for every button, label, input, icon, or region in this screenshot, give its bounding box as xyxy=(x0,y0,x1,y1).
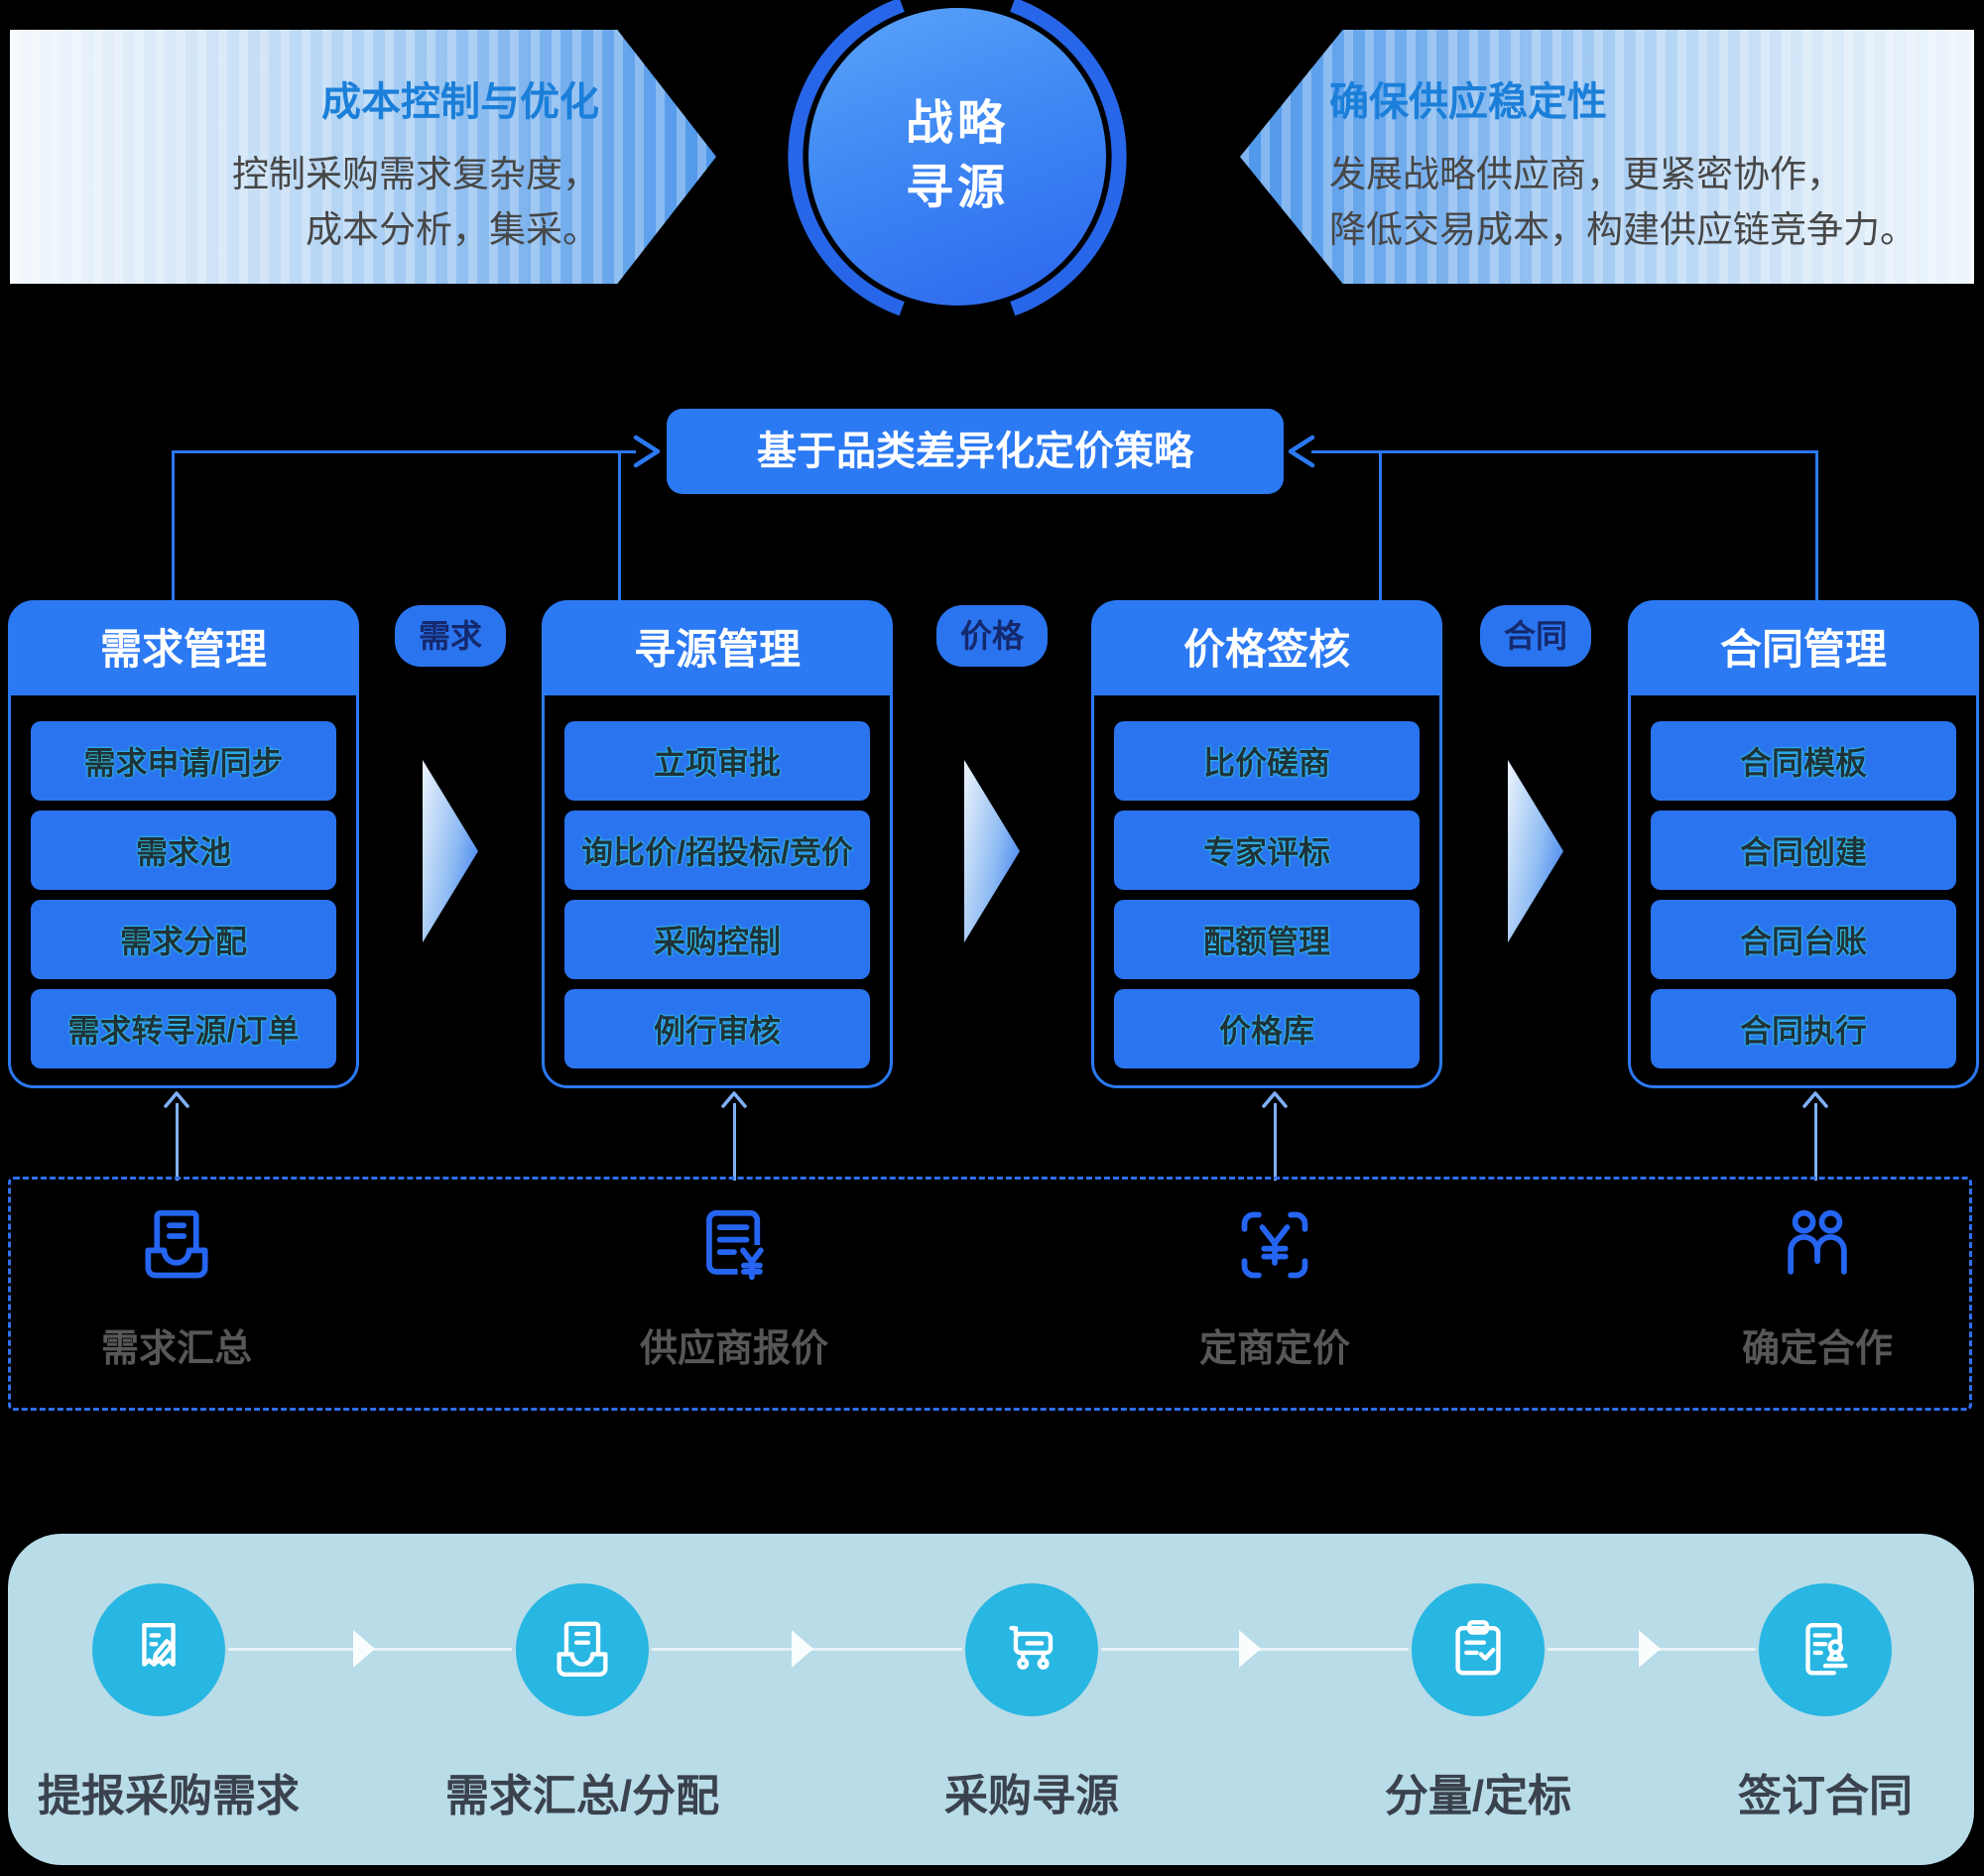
dashed-cell-supplier-quote: 供应商报价 xyxy=(575,1202,893,1372)
flow-badge-price: 价格 xyxy=(936,605,1048,667)
column-items: 合同模板 合同创建 合同台账 合同执行 xyxy=(1631,695,1976,1068)
circle-line1: 战略 xyxy=(905,97,1009,151)
column-item: 合同创建 xyxy=(1651,811,1956,890)
flow-badge-demand: 需求 xyxy=(395,605,506,667)
flow-triangle-icon xyxy=(964,760,1020,942)
shopping-cart-icon xyxy=(1009,1625,1054,1670)
column-sourcing-management: 寻源管理 立项审批 询比价/招投标/竞价 采购控制 例行审核 xyxy=(542,600,893,1088)
arrow-left-icon xyxy=(1288,435,1315,468)
arrow-up-icon xyxy=(1262,1091,1288,1108)
left-banner-line1: 控制采购需求复杂度， xyxy=(232,154,599,194)
column-item: 合同模板 xyxy=(1651,721,1956,801)
step-circle-allocation-award xyxy=(1412,1583,1545,1716)
partners-icon xyxy=(1788,1209,1847,1275)
connector-line xyxy=(172,450,636,453)
column-item: 合同台账 xyxy=(1651,900,1956,979)
column-demand-management: 需求管理 需求申请/同步 需求池 需求分配 需求转寻源/订单 xyxy=(8,600,359,1088)
column-items: 比价磋商 专家评标 配额管理 价格库 xyxy=(1094,695,1439,1068)
circle-line2: 寻源 xyxy=(905,162,1009,214)
up-connector xyxy=(733,1103,736,1181)
dashed-cell-price-setting: 定商定价 xyxy=(1116,1202,1433,1372)
dashed-cell-demand-summary: 需求汇总 xyxy=(18,1202,335,1372)
connector-line xyxy=(172,450,175,603)
column-title: 合同管理 xyxy=(1631,603,1976,695)
up-connector xyxy=(1274,1103,1277,1181)
column-items: 立项审批 询比价/招投标/竞价 采购控制 例行审核 xyxy=(545,695,890,1068)
column-price-approval: 价格签核 比价磋商 专家评标 配额管理 价格库 xyxy=(1091,600,1442,1088)
column-item: 采购控制 xyxy=(564,900,870,979)
quotation-document-icon xyxy=(706,1209,770,1281)
step-label: 需求汇总/分配 xyxy=(444,1772,720,1820)
column-title: 价格签核 xyxy=(1094,603,1439,695)
column-title: 寻源管理 xyxy=(545,603,890,695)
dashed-cell-label: 需求汇总 xyxy=(100,1328,252,1370)
column-item: 合同执行 xyxy=(1651,989,1956,1068)
up-connector xyxy=(1814,1103,1817,1181)
collaboration-panel xyxy=(8,1177,1972,1411)
column-items: 需求申请/同步 需求池 需求分配 需求转寻源/订单 xyxy=(11,695,356,1068)
receipt-edit-icon xyxy=(142,1623,176,1667)
flow-triangle-icon xyxy=(423,760,478,942)
clipboard-check-icon xyxy=(1455,1620,1501,1676)
step-label: 采购寻源 xyxy=(944,1772,1119,1820)
column-item: 询比价/招投标/竞价 xyxy=(564,811,870,890)
contract-stamp-icon xyxy=(1805,1623,1848,1676)
right-banner-title: 确保供应稳定性 xyxy=(1329,80,1607,124)
step-circle-procurement-sourcing xyxy=(965,1583,1098,1716)
right-banner-line1: 发展战略供应商，更紧密协作， xyxy=(1329,154,1843,194)
column-item: 例行审核 xyxy=(564,989,870,1068)
step-label: 提报采购需求 xyxy=(38,1772,300,1820)
inbox-document-icon xyxy=(145,1209,208,1279)
column-item: 需求池 xyxy=(31,811,336,890)
pricing-strategy-box: 基于品类差异化定价策略 xyxy=(667,409,1284,494)
column-item: 价格库 xyxy=(1114,989,1420,1068)
dashed-cell-label: 供应商报价 xyxy=(639,1328,828,1370)
arrow-up-icon xyxy=(721,1091,747,1108)
right-banner-line2: 降低交易成本，构建供应链竞争力。 xyxy=(1329,209,1917,251)
up-connector xyxy=(176,1103,179,1181)
right-banner-text: 确保供应稳定性 发展战略供应商，更紧密协作， 降低交易成本，构建供应链竞争力。 xyxy=(1329,69,1917,258)
dashed-cell-confirm-cooperation: 确定合作 xyxy=(1659,1202,1976,1372)
column-item: 需求转寻源/订单 xyxy=(31,989,336,1068)
flow-badge-contract: 合同 xyxy=(1480,605,1591,667)
connector-line xyxy=(1379,450,1382,603)
left-banner: 成本控制与优化 控制采购需求复杂度， 成本分析，集采。 xyxy=(10,30,716,284)
step-circle-demand-summary xyxy=(516,1583,649,1716)
column-item: 立项审批 xyxy=(564,721,870,801)
left-banner-text: 成本控制与优化 控制采购需求复杂度， 成本分析，集采。 xyxy=(232,69,599,258)
arrow-right-icon xyxy=(633,435,661,468)
scan-yuan-icon xyxy=(1241,1211,1308,1279)
step-circle-submit-demand xyxy=(92,1583,225,1716)
right-banner: 确保供应稳定性 发展战略供应商，更紧密协作， 降低交易成本，构建供应链竞争力。 xyxy=(1240,30,1974,284)
step-label: 签订合同 xyxy=(1738,1772,1913,1820)
column-item: 比价磋商 xyxy=(1114,721,1420,801)
connector-line xyxy=(618,450,621,603)
cycle-arcs-icon xyxy=(788,0,1127,316)
dashed-cell-label: 确定合作 xyxy=(1741,1328,1893,1370)
inbox-document-icon xyxy=(557,1621,608,1677)
strategic-sourcing-circle: 战略 寻源 xyxy=(808,8,1106,306)
dashed-cell-label: 定商定价 xyxy=(1198,1328,1350,1370)
connector-line xyxy=(1815,450,1818,603)
column-item: 需求分配 xyxy=(31,900,336,979)
step-circle-sign-contract xyxy=(1759,1583,1892,1716)
column-title: 需求管理 xyxy=(11,603,356,695)
left-banner-title: 成本控制与优化 xyxy=(321,80,599,124)
column-contract-management: 合同管理 合同模板 合同创建 合同台账 合同执行 xyxy=(1628,600,1979,1088)
column-item: 配额管理 xyxy=(1114,900,1420,979)
step-label: 分量/定标 xyxy=(1384,1772,1572,1820)
column-item: 需求申请/同步 xyxy=(31,721,336,801)
arrow-up-icon xyxy=(1802,1091,1828,1108)
column-item: 专家评标 xyxy=(1114,811,1420,890)
arrow-up-icon xyxy=(164,1091,189,1108)
connector-line xyxy=(1311,450,1817,453)
left-banner-line2: 成本分析，集采。 xyxy=(306,209,599,251)
flow-triangle-icon xyxy=(1508,760,1563,942)
